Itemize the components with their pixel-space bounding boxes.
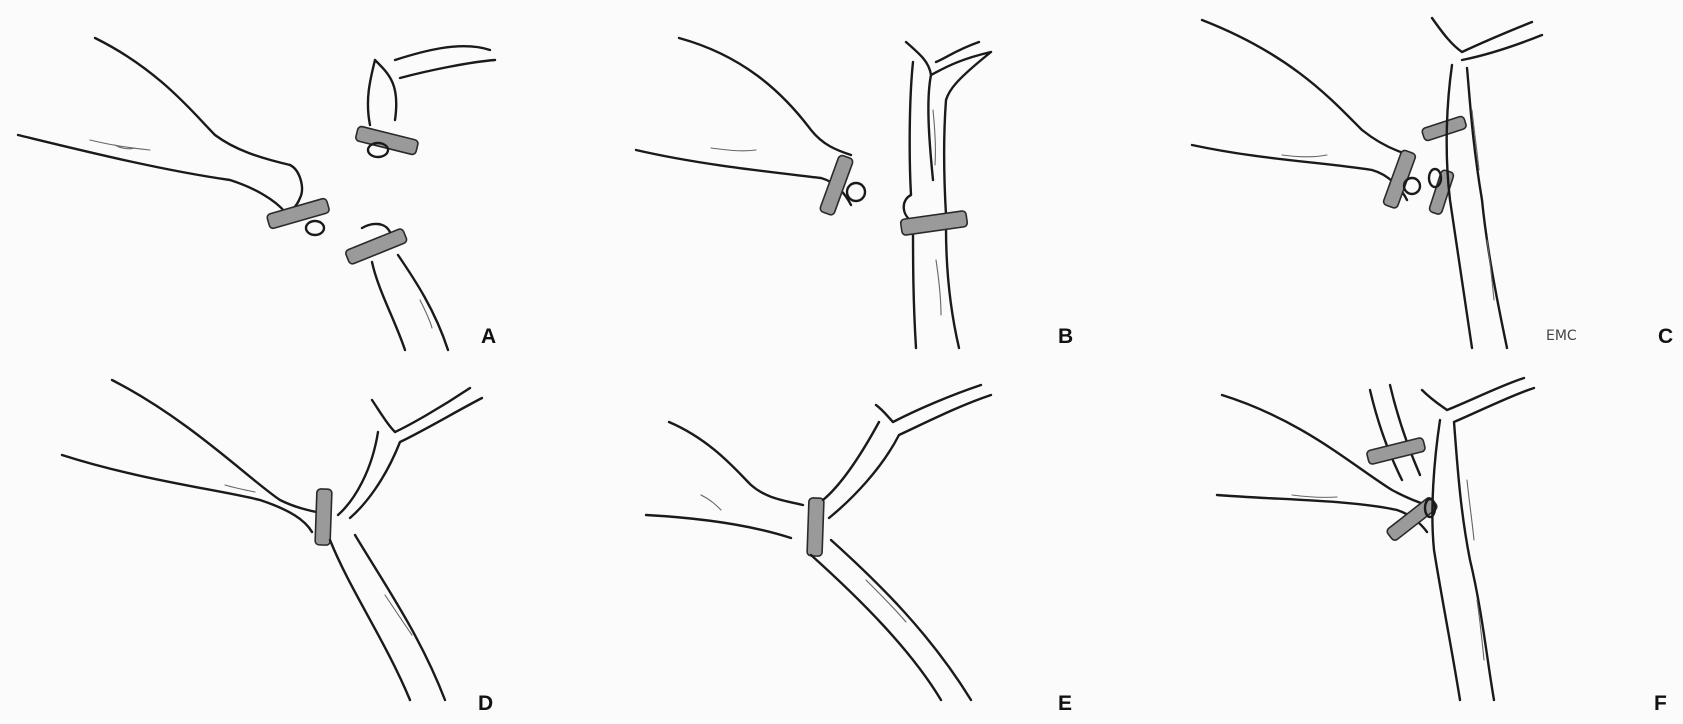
vessel-left-upper-edge bbox=[95, 38, 290, 165]
panel-label: B bbox=[1058, 325, 1073, 349]
vessel-left-lower-edge bbox=[636, 150, 851, 205]
vessel-right-branch bbox=[823, 385, 991, 518]
vascular-clip-f2 bbox=[1386, 496, 1439, 542]
vessel-left-upper-edge bbox=[1202, 20, 1410, 155]
vessel-left-lower-edge bbox=[18, 135, 285, 212]
vascular-clip-f1 bbox=[1366, 437, 1426, 465]
vessel-left-lower-edge bbox=[646, 515, 791, 538]
panel-f-drawing bbox=[1122, 360, 1683, 724]
panel-d: D bbox=[0, 360, 561, 724]
panel-b-drawing bbox=[561, 0, 1122, 360]
vessel-upper-right-edge bbox=[368, 46, 495, 125]
panel-d-drawing bbox=[0, 360, 561, 724]
vessel-side-branch bbox=[1370, 385, 1420, 480]
panel-label: E bbox=[1058, 692, 1072, 716]
panel-label: C bbox=[1658, 325, 1673, 349]
vascular-clip-c2 bbox=[1421, 115, 1467, 141]
panel-b: B bbox=[561, 0, 1122, 360]
vessel-left-lower-edge bbox=[1192, 145, 1407, 200]
vascular-clip-b2 bbox=[900, 210, 968, 235]
panel-e-drawing bbox=[561, 360, 1122, 724]
vessel-left-upper-edge bbox=[679, 38, 851, 155]
artist-signature: EMC bbox=[1546, 328, 1577, 344]
vascular-clip-a3 bbox=[345, 228, 408, 265]
panel-label: F bbox=[1654, 692, 1667, 716]
vessel-main-edges bbox=[1432, 18, 1542, 348]
vessel-distal-edges bbox=[811, 540, 971, 700]
panel-c: EMC C bbox=[1122, 0, 1683, 360]
vascular-clip-e bbox=[807, 498, 824, 556]
vessel-left-upper-edge bbox=[669, 422, 803, 505]
panel-c-drawing bbox=[1122, 0, 1683, 360]
vessel-left-lower-edge bbox=[62, 455, 312, 532]
vessel-main-edges bbox=[1422, 378, 1534, 700]
vessel-right-branch bbox=[338, 388, 482, 518]
panel-e: E bbox=[561, 360, 1122, 724]
vessel-left-upper-edge bbox=[112, 380, 330, 515]
panel-label: A bbox=[481, 325, 496, 349]
vessel-main-left-edge bbox=[904, 42, 991, 348]
vessel-distal-edges bbox=[330, 535, 445, 700]
panel-label: D bbox=[478, 692, 493, 716]
panel-f: F bbox=[1122, 360, 1683, 724]
panel-a-drawing bbox=[0, 0, 561, 360]
panel-a: A bbox=[0, 0, 561, 360]
vascular-clip-d bbox=[315, 489, 332, 545]
vessel-lower-right-edge bbox=[372, 255, 448, 350]
